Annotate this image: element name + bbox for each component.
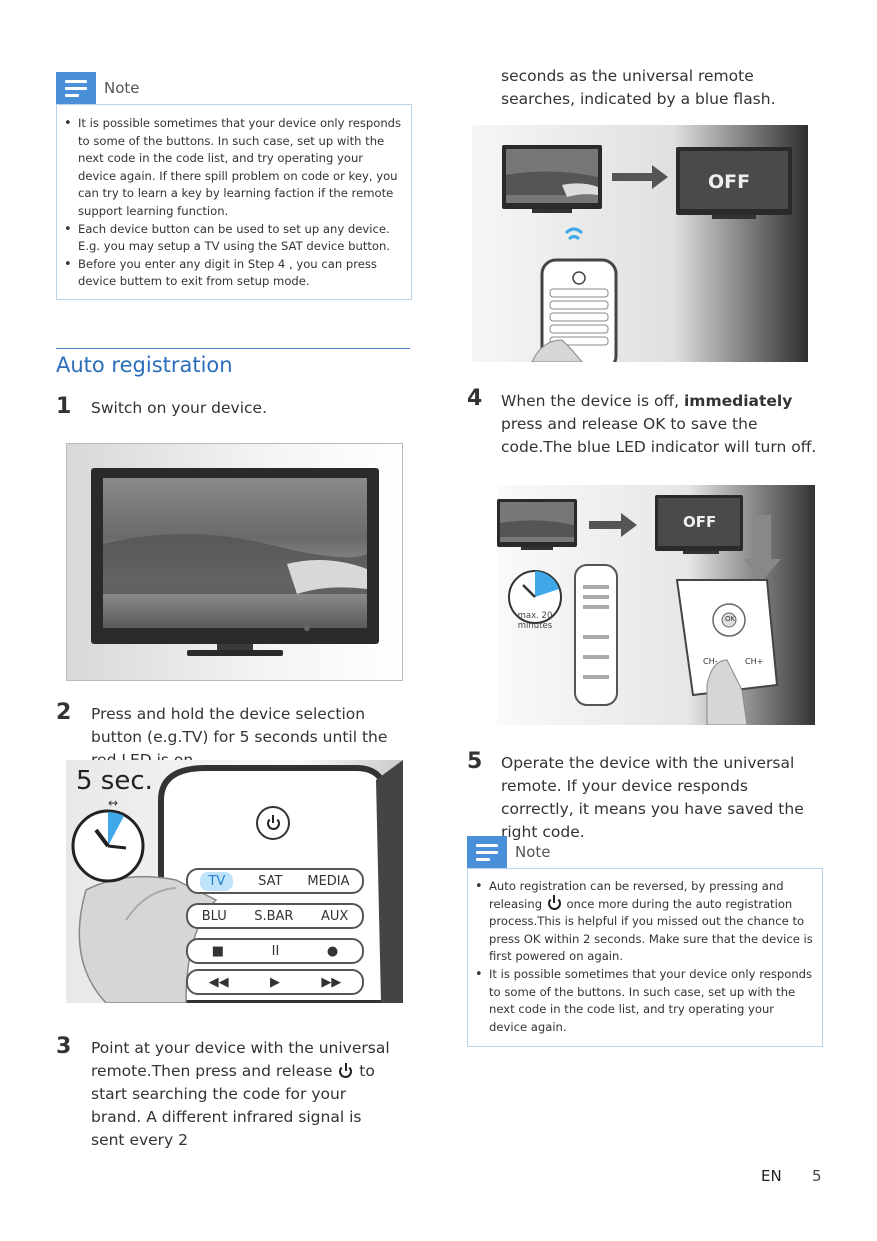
note-item: Each device button can be used to set up… bbox=[56, 221, 402, 256]
step-text-emphasis: immediately bbox=[683, 392, 793, 410]
ch-plus-button[interactable]: CH+ bbox=[745, 657, 764, 666]
device-button-blu[interactable]: BLU bbox=[201, 908, 227, 924]
note-item: It is possible sometimes that your devic… bbox=[56, 115, 402, 221]
step-number: 2 bbox=[56, 700, 72, 725]
note-item: It is possible sometimes that your devic… bbox=[467, 966, 813, 1036]
off-label: OFF bbox=[708, 171, 751, 193]
fast-forward-button[interactable]: ▶▶ bbox=[321, 974, 342, 990]
note-text: once more during the auto registration p… bbox=[489, 896, 805, 946]
step-text: Operate the device with the universal re… bbox=[501, 754, 804, 841]
device-row-1: TV SAT MEDIA bbox=[186, 868, 364, 894]
section-title: Auto registration bbox=[56, 353, 233, 377]
tv-on-figure bbox=[66, 443, 403, 681]
device-button-tv[interactable]: TV bbox=[200, 871, 234, 891]
off-label: OFF bbox=[683, 513, 717, 531]
note-text: within 2 seconds. Make sure that the dev… bbox=[489, 931, 813, 964]
power-icon bbox=[339, 1063, 353, 1078]
remote-closeup-figure: 5 sec. ↔ TV SAT MEDIA BLU S.BAR AUX ■ II… bbox=[66, 760, 403, 1003]
power-icon bbox=[266, 814, 280, 830]
language-label: EN bbox=[761, 1167, 782, 1185]
power-icon bbox=[547, 894, 561, 910]
note-title: Note bbox=[515, 843, 551, 861]
double-arrow-icon: ↔ bbox=[108, 796, 119, 810]
power-button[interactable] bbox=[256, 806, 290, 840]
step-text-part: When the device is off, bbox=[501, 392, 680, 410]
timer-label: 5 sec. bbox=[76, 766, 153, 796]
tv-illustration bbox=[91, 468, 379, 656]
step-text-part: to start searching the code for your bra… bbox=[91, 1062, 375, 1149]
playback-row-1: ■ II ● bbox=[186, 938, 364, 964]
step-number: 5 bbox=[467, 749, 483, 774]
step-text: Switch on your device. bbox=[91, 399, 268, 417]
playback-row-2: ◀◀ ▶ ▶▶ bbox=[186, 969, 364, 995]
note-item: Auto registration can be reversed, by pr… bbox=[467, 878, 813, 966]
note-list: Auto registration can be reversed, by pr… bbox=[467, 878, 813, 1036]
play-button[interactable]: ▶ bbox=[269, 974, 280, 990]
page-number: 5 bbox=[812, 1167, 822, 1185]
device-button-sat[interactable]: SAT bbox=[258, 873, 283, 889]
ok-button[interactable]: OK bbox=[725, 615, 736, 623]
step-text-continued: seconds as the universal remote searches… bbox=[501, 67, 776, 108]
note-text: Auto registration can be reversed, by pr… bbox=[489, 879, 784, 911]
pause-button[interactable]: II bbox=[271, 943, 280, 959]
ch-minus-button[interactable]: CH- bbox=[703, 657, 718, 666]
tv-off-illustration bbox=[502, 145, 792, 362]
tv-off-figure: OFF bbox=[472, 125, 808, 362]
step-text-part: to save the code.The blue LED indicator … bbox=[501, 415, 817, 456]
step-number: 3 bbox=[56, 1034, 72, 1059]
step-text: When the device is off, immediately pres… bbox=[501, 390, 821, 459]
clock-icon bbox=[71, 809, 145, 883]
step-number: 1 bbox=[56, 394, 72, 419]
device-button-aux[interactable]: AUX bbox=[320, 908, 349, 924]
note-icon bbox=[56, 72, 96, 104]
note-header: Note bbox=[467, 836, 551, 868]
step-text-part: Point at your device with the universal … bbox=[91, 1039, 390, 1080]
save-code-figure: OFF max. 20 minutes CH- CH+ OK bbox=[497, 485, 815, 725]
note-list: It is possible sometimes that your devic… bbox=[56, 115, 402, 291]
rewind-button[interactable]: ◀◀ bbox=[208, 974, 229, 990]
stop-button[interactable]: ■ bbox=[211, 943, 225, 959]
note-header: Note bbox=[56, 72, 140, 104]
note-title: Note bbox=[104, 79, 140, 97]
save-code-illustration bbox=[497, 495, 781, 725]
device-button-media[interactable]: MEDIA bbox=[307, 873, 350, 889]
step-number: 4 bbox=[467, 386, 483, 411]
section-rule bbox=[56, 348, 410, 349]
clock-label: max. 20 minutes bbox=[517, 611, 553, 631]
ok-key-label: OK bbox=[643, 415, 666, 433]
device-row-2: BLU S.BAR AUX bbox=[186, 903, 364, 929]
ok-key-label: OK bbox=[523, 931, 541, 946]
note-item: Before you enter any digit in Step 4 , y… bbox=[56, 256, 402, 291]
step-text: Point at your device with the universal … bbox=[91, 1037, 397, 1152]
note-icon bbox=[467, 836, 507, 868]
device-button-sbar[interactable]: S.BAR bbox=[254, 908, 294, 924]
step-text-part: press and release bbox=[501, 415, 639, 433]
record-button[interactable]: ● bbox=[326, 943, 339, 959]
